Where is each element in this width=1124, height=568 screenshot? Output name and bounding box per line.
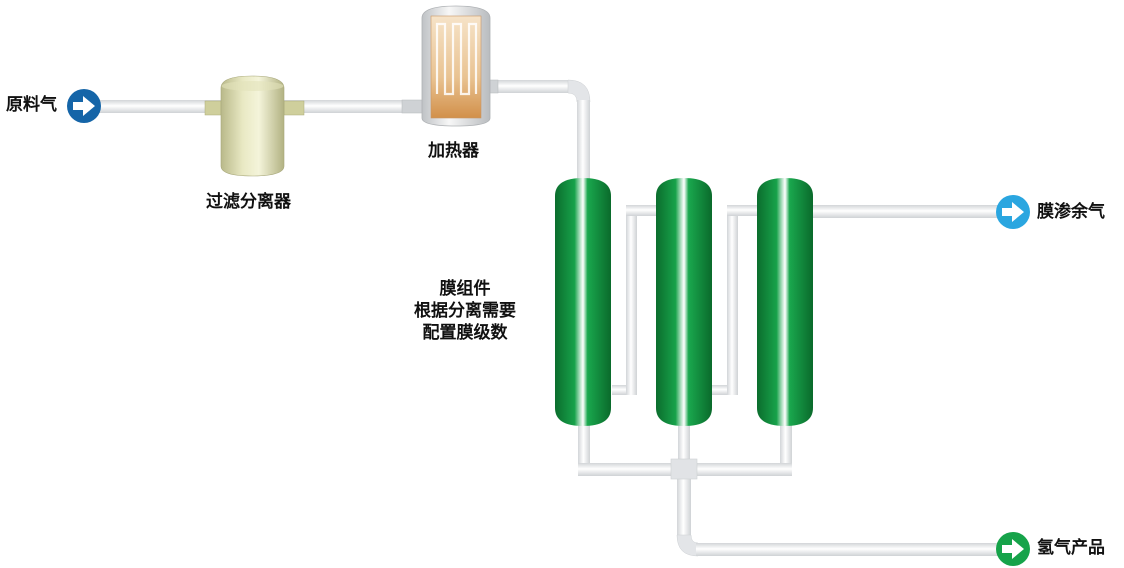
arrow-right-icon — [73, 96, 95, 116]
pipe-m1-permeate — [578, 420, 590, 470]
arrow-right-icon — [1002, 539, 1024, 559]
pipe-elbow-product — [676, 534, 699, 557]
pipe-m2-m3-riser — [727, 212, 738, 395]
product-outlet-arrow — [996, 532, 1030, 566]
heater — [401, 5, 499, 127]
feed-gas-label: 原料气 — [6, 95, 57, 115]
arrow-right-icon — [1002, 202, 1024, 222]
pipe-tee-junction — [670, 458, 698, 480]
heater-label: 加热器 — [428, 141, 479, 161]
permeate-residual-label: 膜渗余气 — [1037, 202, 1105, 222]
pipe-m1-out — [612, 385, 628, 395]
pipe-down-to-m1 — [577, 100, 590, 182]
membrane-module-2 — [656, 178, 712, 426]
pipe-elbow-heater — [567, 79, 591, 103]
hydrogen-product-label: 氢气产品 — [1037, 538, 1105, 558]
pipe-m3-permeate — [780, 420, 792, 470]
membrane-module-note: 膜组件 根据分离需要 配置膜级数 — [395, 278, 535, 344]
membrane-module-1 — [555, 178, 611, 426]
pipe-product-out — [696, 543, 1000, 556]
pipe-residual-out — [810, 205, 1000, 218]
residual-outlet-arrow — [996, 195, 1030, 229]
pipe-heater-outlet — [485, 80, 570, 93]
membrane-note-line-1: 膜组件 — [439, 279, 491, 299]
membrane-note-line-2: 根据分离需要 — [414, 301, 516, 321]
pipe-product-down — [677, 470, 691, 538]
filter-separator-label: 过滤分离器 — [206, 192, 291, 212]
pipe-m2-permeate — [678, 420, 690, 470]
pipe-m2-in — [626, 205, 661, 216]
feed-inlet-arrow — [67, 89, 101, 123]
pipe-m1-m2-riser — [626, 212, 637, 395]
pipe-m2-out — [711, 385, 727, 395]
pipe-m3-in — [727, 205, 761, 216]
filter-separator — [204, 75, 305, 177]
piping — [98, 79, 1000, 557]
membrane-module-3 — [757, 178, 813, 426]
membrane-note-line-3: 配置膜级数 — [422, 323, 508, 343]
